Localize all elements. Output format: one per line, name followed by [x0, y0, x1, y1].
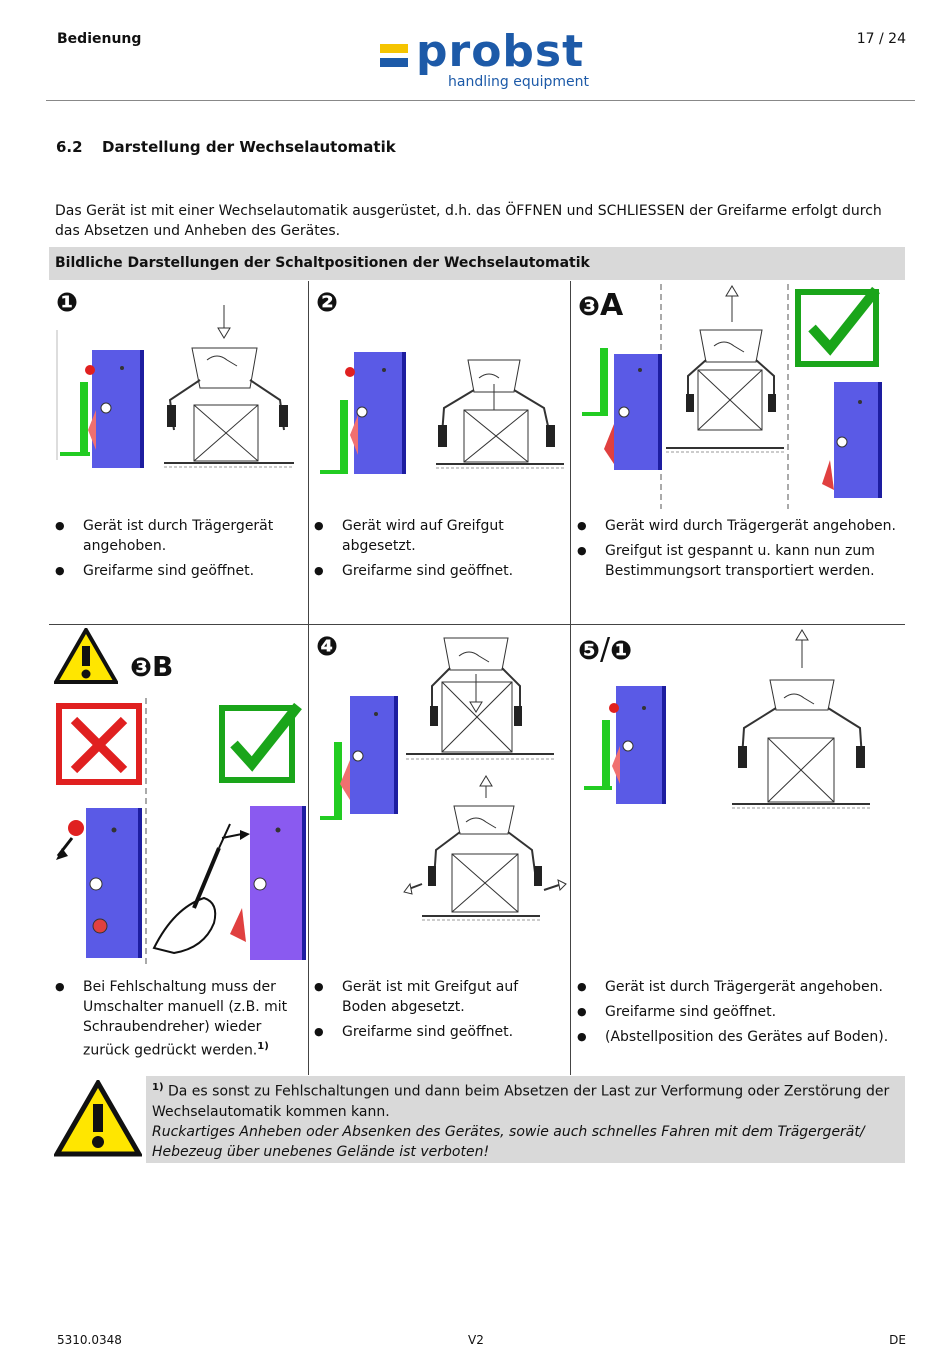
device-body	[92, 350, 140, 468]
logo-wordmark: probst	[416, 26, 585, 77]
step-number-1: ❶	[56, 288, 79, 318]
warning-icon	[54, 628, 118, 684]
version: V2	[468, 1333, 484, 1347]
step-number-glyph: ❸	[578, 292, 601, 322]
step-separator: /	[600, 632, 611, 667]
gripper-head	[699, 329, 763, 363]
list-item: Gerät ist mit Greifgut auf Boden abgeset…	[314, 977, 566, 1017]
list-item: Bei Fehlschaltung muss der Umschalter ma…	[55, 977, 305, 1061]
switch-lever	[80, 382, 88, 454]
bullets-step-1: Gerät ist durch Trägergerät angehoben. G…	[55, 516, 305, 586]
illustration-step-3b	[56, 698, 306, 966]
page-number: 17 / 24	[856, 31, 906, 47]
document-number: 5310.0348	[57, 1333, 122, 1347]
warning-icon-large	[54, 1080, 142, 1157]
check-box	[219, 705, 295, 783]
logo-tagline: handling equipment	[448, 74, 589, 90]
switch-lever	[600, 348, 608, 414]
logo-yellow-bar	[380, 44, 408, 53]
list-item-text: Bei Fehlschaltung muss der Umschalter ma…	[83, 979, 288, 1059]
list-item: Greifarme sind geöffnet.	[314, 561, 566, 581]
bullets-step-2: Gerät wird auf Greifgut abgesetzt. Greif…	[314, 516, 566, 586]
cross-icon	[70, 716, 128, 774]
header-divider	[46, 100, 915, 101]
grid-divider	[570, 625, 571, 1075]
bullets-step-3a: Gerät wird durch Trägergerät angehoben. …	[577, 516, 903, 586]
list-item: Gerät ist durch Trägergerät angehoben.	[55, 516, 305, 556]
step-suffix: A	[600, 288, 624, 323]
list-item: Greifarme sind geöffnet.	[577, 1002, 903, 1022]
bullets-step-3b: Bei Fehlschaltung muss der Umschalter ma…	[55, 977, 305, 1066]
step-number-3a: ❸A	[578, 288, 623, 323]
list-item: Greifarme sind geöffnet.	[55, 561, 305, 581]
illustration-step-1	[56, 305, 294, 468]
bullets-step-5-1: Gerät ist durch Trägergerät angehoben. G…	[577, 977, 903, 1052]
list-item: (Abstellposition des Gerätes auf Boden).	[577, 1027, 903, 1047]
checkmark-icon	[808, 286, 880, 356]
footnote-marker: 1)	[152, 1082, 164, 1093]
switch-knob	[345, 367, 355, 377]
footnote-marker: 1)	[257, 1041, 269, 1052]
probst-logo: probst handling equipment	[380, 26, 595, 94]
illustration-step-3a	[582, 284, 882, 509]
section-number: 6.2	[56, 138, 83, 156]
list-item: Gerät wird durch Trägergerät angehoben.	[577, 516, 903, 536]
header-section-label: Bedienung	[57, 31, 142, 47]
hand-icon	[152, 896, 217, 955]
step-number-3b: ❸B	[130, 650, 173, 683]
step-number-4: ❹	[316, 632, 339, 662]
step-number-glyph: ❶	[610, 636, 633, 666]
list-item: Gerät wird auf Greifgut abgesetzt.	[314, 516, 566, 556]
gripper-head	[467, 359, 521, 393]
gripper-head	[191, 347, 258, 389]
language: DE	[889, 1333, 906, 1347]
switch-lever	[602, 720, 610, 788]
section-title: Darstellung der Wechselautomatik	[102, 138, 396, 156]
screwdriver-icon	[192, 847, 221, 909]
step-suffix: B	[152, 650, 174, 683]
checkmark-icon	[230, 702, 302, 772]
table-title-bar: Bildliche Darstellungen der Schaltpositi…	[49, 247, 905, 280]
gripper-head	[769, 679, 835, 711]
footnote-warning: Ruckartiges Anheben oder Absenken des Ge…	[152, 1123, 865, 1160]
switch-knob	[609, 703, 619, 713]
bullets-step-4: Gerät ist mit Greifgut auf Boden abgeset…	[314, 977, 566, 1047]
illustration-step-4	[320, 637, 567, 921]
footnote-text: 1) Da es sonst zu Fehlschaltungen und da…	[146, 1076, 905, 1122]
step-number-2: ❷	[316, 288, 339, 318]
list-item: Greifgut ist gespannt u. kann nun zum Be…	[577, 541, 903, 581]
intro-paragraph: Das Gerät ist mit einer Wechselautomatik…	[55, 203, 882, 239]
switch-lever	[334, 742, 342, 818]
footnote-box: 1) Da es sonst zu Fehlschaltungen und da…	[146, 1076, 905, 1163]
grid-divider	[308, 281, 309, 624]
illustration-step-5-1	[584, 629, 870, 809]
table-title: Bildliche Darstellungen der Schaltpositi…	[55, 255, 590, 271]
switch-knob	[85, 365, 95, 375]
footnote-line: Da es sonst zu Fehlschaltungen und dann …	[152, 1083, 890, 1120]
switch-cam	[88, 410, 96, 450]
grid-divider	[308, 625, 309, 1075]
illustration-step-2	[320, 352, 564, 474]
step-number-5-1: ❺/❶	[578, 632, 632, 667]
step-number-glyph: ❺	[578, 636, 601, 666]
list-item: Gerät ist durch Trägergerät angehoben.	[577, 977, 903, 997]
logo-blue-bar	[380, 58, 408, 67]
switch-lever	[340, 400, 348, 472]
grid-divider	[49, 624, 905, 625]
list-item: Greifarme sind geöffnet.	[314, 1022, 566, 1042]
step-number-glyph: ❸	[130, 653, 153, 683]
grid-divider	[570, 281, 571, 624]
